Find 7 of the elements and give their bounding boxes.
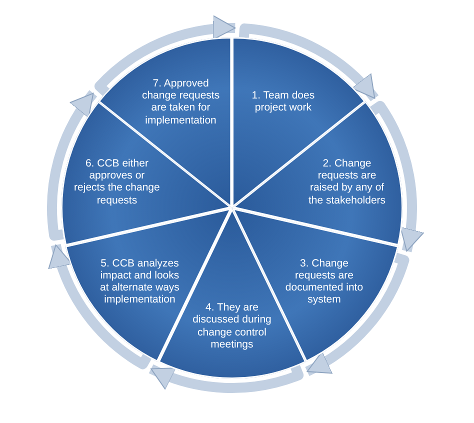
step-text: 4. They are discussed during change control meetings bbox=[192, 301, 272, 351]
step-text: 7. Approved change requests are taken for implementation bbox=[140, 77, 221, 126]
step-text: 6. CCB either approves or rejects the change requests bbox=[73, 157, 161, 206]
step-text: 2. Change requests are raised by any of the stakeholders bbox=[308, 157, 387, 206]
step-text: 3. Change requests are documented into system bbox=[284, 257, 364, 306]
step-text: 5. CCB analyzes impact and looks at alternate ways implementation bbox=[99, 257, 180, 306]
step-text: 1. Team does project work bbox=[250, 89, 316, 114]
